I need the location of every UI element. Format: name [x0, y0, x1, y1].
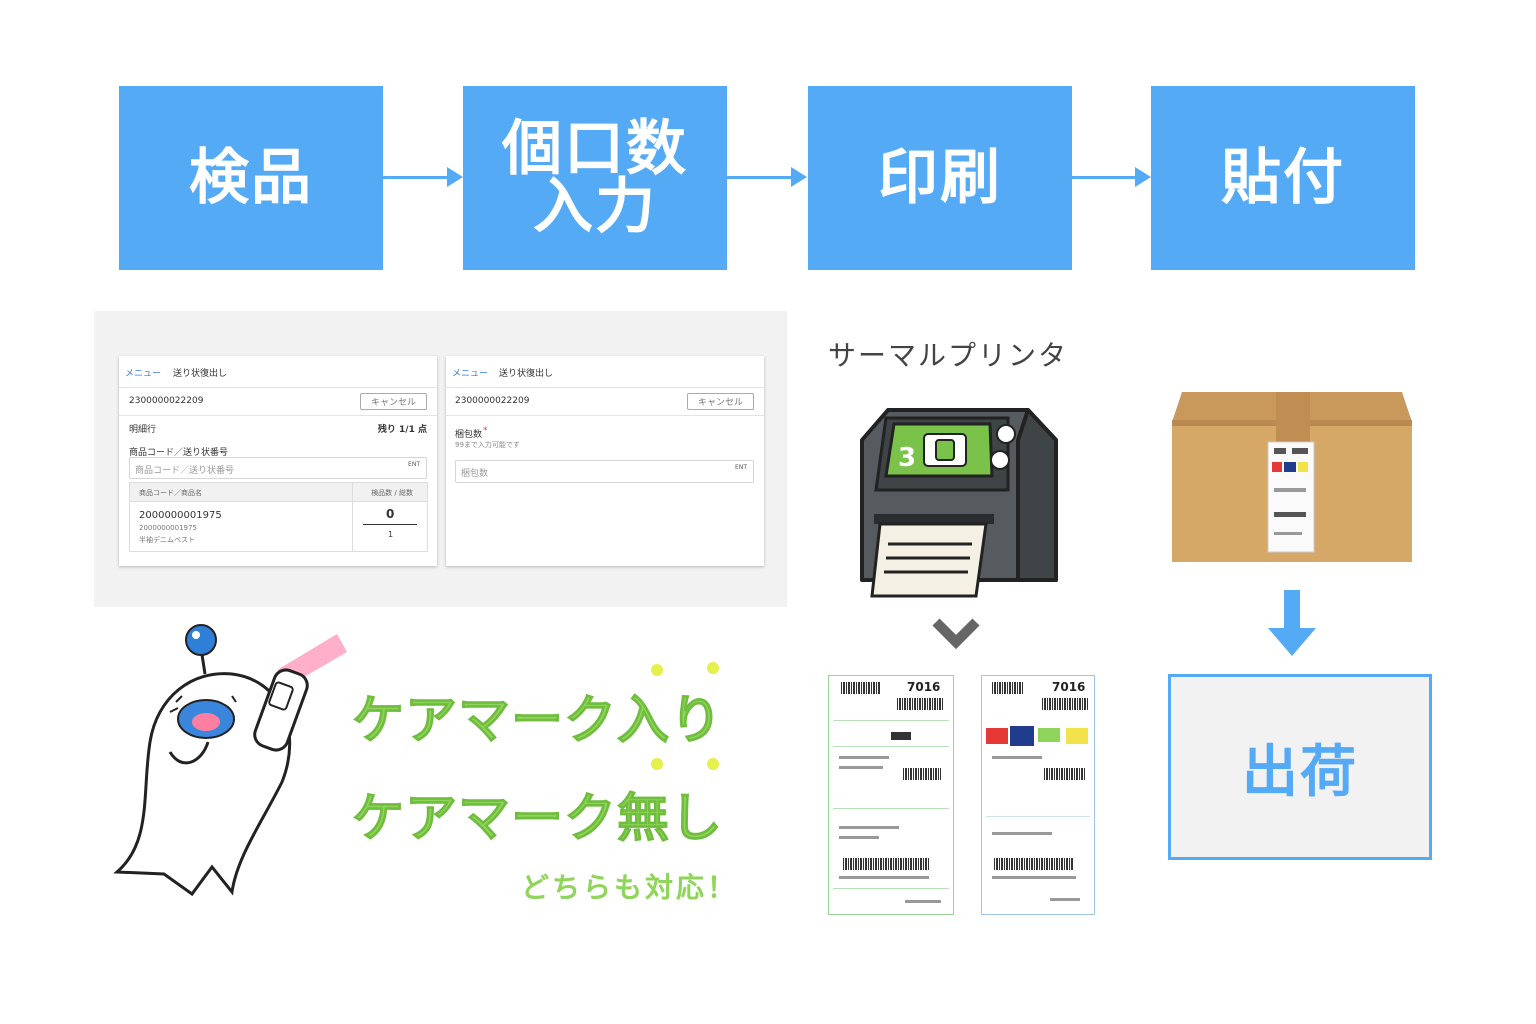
items-table: 商品コード／商品名 検品数 / 総数 2000000001975 2000000… [129, 482, 428, 552]
inspected-count[interactable]: 0 [386, 507, 395, 521]
field-label: 梱包数 [455, 430, 483, 440]
menu-link[interactable]: メニュー [452, 369, 489, 379]
step-label: 個口数 入力 [502, 114, 688, 242]
flow-arrow [727, 167, 807, 187]
sparkle-dot [707, 758, 719, 770]
ship-label: 出荷 [1242, 739, 1358, 805]
both-supported-text: どちらも対応！ [521, 871, 739, 904]
package-count-input[interactable]: 梱包数 ENT [455, 460, 754, 483]
slip-code: 2300000022209 [129, 396, 204, 406]
ship-box: 出荷 [1168, 674, 1432, 860]
sparkle-dot [651, 758, 663, 770]
code-placeholder: 商品コード／送り状番号 [135, 466, 235, 476]
inspection-screen: メニュー 送り状復出し 2300000022209 キャンセル 明細行 残り 1… [119, 356, 437, 566]
step-attach: 貼付 [1151, 86, 1415, 270]
cancel-button[interactable]: キャンセル [359, 393, 427, 410]
step-label: 貼付 [1221, 143, 1345, 213]
item-sub-code: 2000000001975 [139, 524, 197, 532]
printer-title: サーマルプリンタ [828, 339, 1069, 372]
remaining-count: 残り 1/1 点 [377, 425, 427, 435]
enter-icon[interactable]: ENT [408, 461, 420, 468]
flow-arrow [1072, 167, 1151, 187]
detail-label: 明細行 [129, 425, 157, 435]
enter-icon[interactable]: ENT [735, 464, 747, 471]
screen-title: 送り状復出し [499, 369, 554, 379]
mascot-illustration [113, 624, 347, 897]
care-mark-without-text: ケアマーク無し [351, 789, 724, 850]
sparkle-dot [651, 664, 663, 676]
step-print: 印刷 [808, 86, 1072, 270]
step-label: 検品 [189, 143, 313, 213]
sparkle-dot [707, 662, 719, 674]
item-code: 2000000001975 [139, 510, 222, 521]
chevron-down-icon [932, 618, 980, 650]
code-input[interactable]: 商品コード／送り状番号 ENT [129, 457, 427, 479]
menu-link[interactable]: メニュー [125, 369, 162, 379]
slip-code: 2300000022209 [455, 396, 530, 406]
flow-arrow [383, 167, 463, 187]
screen-title: 送り状復出し [173, 369, 228, 379]
shipping-label-no-care-mark: 7016 [981, 675, 1095, 915]
column-header: 検品数 / 総数 [371, 489, 413, 497]
field-hint: 99まで入力可能です [455, 441, 520, 449]
field-label: 商品コード／送り状番号 [129, 448, 229, 458]
package-placeholder: 梱包数 [461, 469, 489, 479]
step-label: 印刷 [878, 143, 1002, 213]
label-number: 7016 [907, 680, 941, 694]
printer-screen-number: 3 [898, 443, 916, 473]
label-number: 7016 [1052, 680, 1086, 694]
cancel-button[interactable]: キャンセル [686, 393, 754, 410]
step-package-count: 個口数 入力 [463, 86, 727, 270]
item-name: 半袖デニムベスト [139, 536, 196, 544]
total-count: 1 [388, 530, 394, 539]
required-mark: * [483, 426, 488, 436]
step-inspection: 検品 [119, 86, 383, 270]
shipping-label-care-mark: 7016 [828, 675, 954, 915]
thermal-printer-icon: 3 [860, 408, 1058, 598]
cardboard-box-icon [1172, 392, 1412, 562]
care-mark-with-text: ケアマーク入り [351, 691, 724, 752]
arrow-down-icon [1268, 590, 1316, 656]
package-count-screen: メニュー 送り状復出し 2300000022209 キャンセル 梱包数 * 99… [446, 356, 764, 566]
column-header: 商品コード／商品名 [139, 489, 202, 497]
